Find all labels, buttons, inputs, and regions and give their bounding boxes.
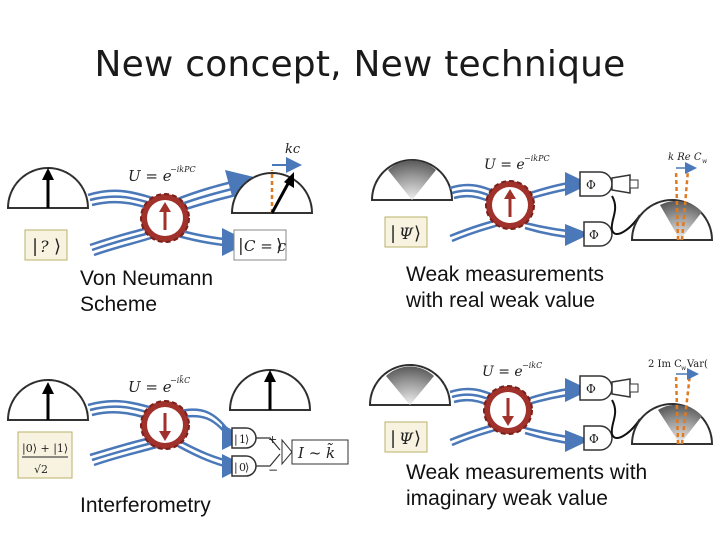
svg-text:⟩: ⟩ — [54, 236, 61, 257]
unitary-label: U = e — [128, 167, 172, 185]
minus-sign: − — [268, 463, 278, 477]
state-label: Ψ — [399, 429, 414, 448]
slide-title: New concept, New technique — [94, 44, 626, 85]
svg-text:1: 1 — [239, 433, 246, 446]
superposition-denominator: √2 — [34, 463, 48, 476]
result-label: C = c — [244, 237, 287, 255]
svg-text:0: 0 — [239, 461, 246, 474]
difference-detector: I ~ k̃ — [281, 438, 349, 466]
unitary-label: U = e — [482, 364, 523, 380]
plus-sign: + — [268, 433, 277, 446]
unitary-exponent: −ikPC — [524, 154, 550, 163]
result-label: I ~ k̃ — [297, 443, 335, 462]
pointer-meter-left — [6, 379, 90, 421]
svg-text:|: | — [390, 223, 396, 244]
svg-text:|: | — [234, 461, 238, 475]
beam-arrowhead — [565, 224, 590, 246]
caption-von-neumann: Von Neumann Scheme — [80, 267, 214, 316]
pointer-meter-right — [228, 369, 312, 411]
state-ket-left: | — [32, 236, 38, 257]
svg-text:|: | — [234, 433, 238, 447]
panel-von-neumann: | ? ⟩ — [6, 142, 314, 261]
caption-weak-real: Weak measurements with real weak value — [406, 263, 605, 312]
panel-interferometry: |0⟩ + |1⟩ √2 — [6, 369, 349, 479]
fan-meter-left — [368, 364, 452, 406]
unitary-exponent: −ikPC — [170, 165, 196, 174]
svg-text:⟩: ⟩ — [414, 223, 421, 244]
pointer-meter-left — [6, 167, 90, 209]
svg-text:⟩: ⟩ — [414, 428, 421, 449]
svg-text:w: w — [681, 365, 687, 372]
signal-wire — [610, 399, 641, 439]
unitary-label: U = e — [128, 378, 172, 396]
svg-text:|: | — [238, 236, 244, 256]
caption-interferometry: Interferometry — [80, 494, 211, 517]
state-label: ? — [40, 237, 49, 256]
state-box: |0⟩ + |1⟩ √2 — [17, 431, 73, 479]
gear-icon — [485, 180, 535, 230]
state-box: | ? ⟩ — [24, 229, 68, 261]
gear-icon — [140, 400, 190, 450]
detector-phi-bottom: Φ — [583, 221, 613, 247]
unitary-exponent: −ik̃C — [170, 374, 190, 385]
detector-port-zero: | 0 ⟩ — [231, 455, 257, 477]
state-label: Ψ — [399, 224, 414, 243]
beam-arrowhead — [565, 172, 590, 196]
svg-text:Φ: Φ — [586, 382, 596, 396]
unitary-label: U = e — [484, 157, 525, 173]
svg-text:Φ: Φ — [586, 178, 596, 192]
combiner-lines — [256, 437, 281, 467]
svg-text:|: | — [390, 428, 396, 449]
gear-icon — [483, 385, 533, 435]
svg-text:⟩: ⟩ — [276, 236, 283, 256]
detector-phi-top: Φ — [579, 375, 639, 401]
panel-weak-real: | Ψ ⟩ U = e — [370, 152, 714, 248]
beam-arrowhead — [565, 430, 590, 452]
detector-phi-bottom: Φ — [583, 425, 613, 451]
caption-weak-imaginary: Weak measurements with imaginary weak va… — [406, 461, 648, 510]
shift-label: kc — [285, 142, 301, 157]
svg-text:w: w — [702, 158, 708, 165]
signal-wire — [610, 195, 641, 235]
shift-label: k Re C — [668, 152, 702, 163]
svg-text:⟩: ⟩ — [245, 461, 249, 474]
superposition-numerator: |0⟩ + |1⟩ — [22, 442, 68, 456]
fan-meter-left — [370, 159, 454, 201]
state-box: | Ψ ⟩ — [384, 216, 428, 248]
beam-arrowhead — [565, 378, 590, 402]
shifted-meter — [630, 373, 714, 445]
state-box: | Ψ ⟩ — [384, 421, 428, 453]
unitary-exponent: −ikC — [522, 361, 542, 370]
detector-port-one: | 1 ⟩ — [231, 427, 257, 449]
beam-arrowhead — [225, 170, 258, 196]
result-box: | C = c ⟩ — [233, 229, 287, 261]
shifted-meter — [630, 169, 714, 241]
panel-weak-imaginary: | Ψ ⟩ U = e — [368, 359, 714, 453]
gear-icon — [140, 193, 190, 243]
svg-text:Φ: Φ — [589, 228, 599, 242]
svg-text:⟩: ⟩ — [245, 433, 249, 446]
svg-text:Φ: Φ — [589, 432, 599, 446]
shift-label: 2 Im C — [648, 359, 682, 370]
pointer-meter-right — [230, 170, 314, 214]
detector-phi-top: Φ — [579, 171, 639, 197]
svg-text:Var(: Var( — [686, 359, 708, 370]
